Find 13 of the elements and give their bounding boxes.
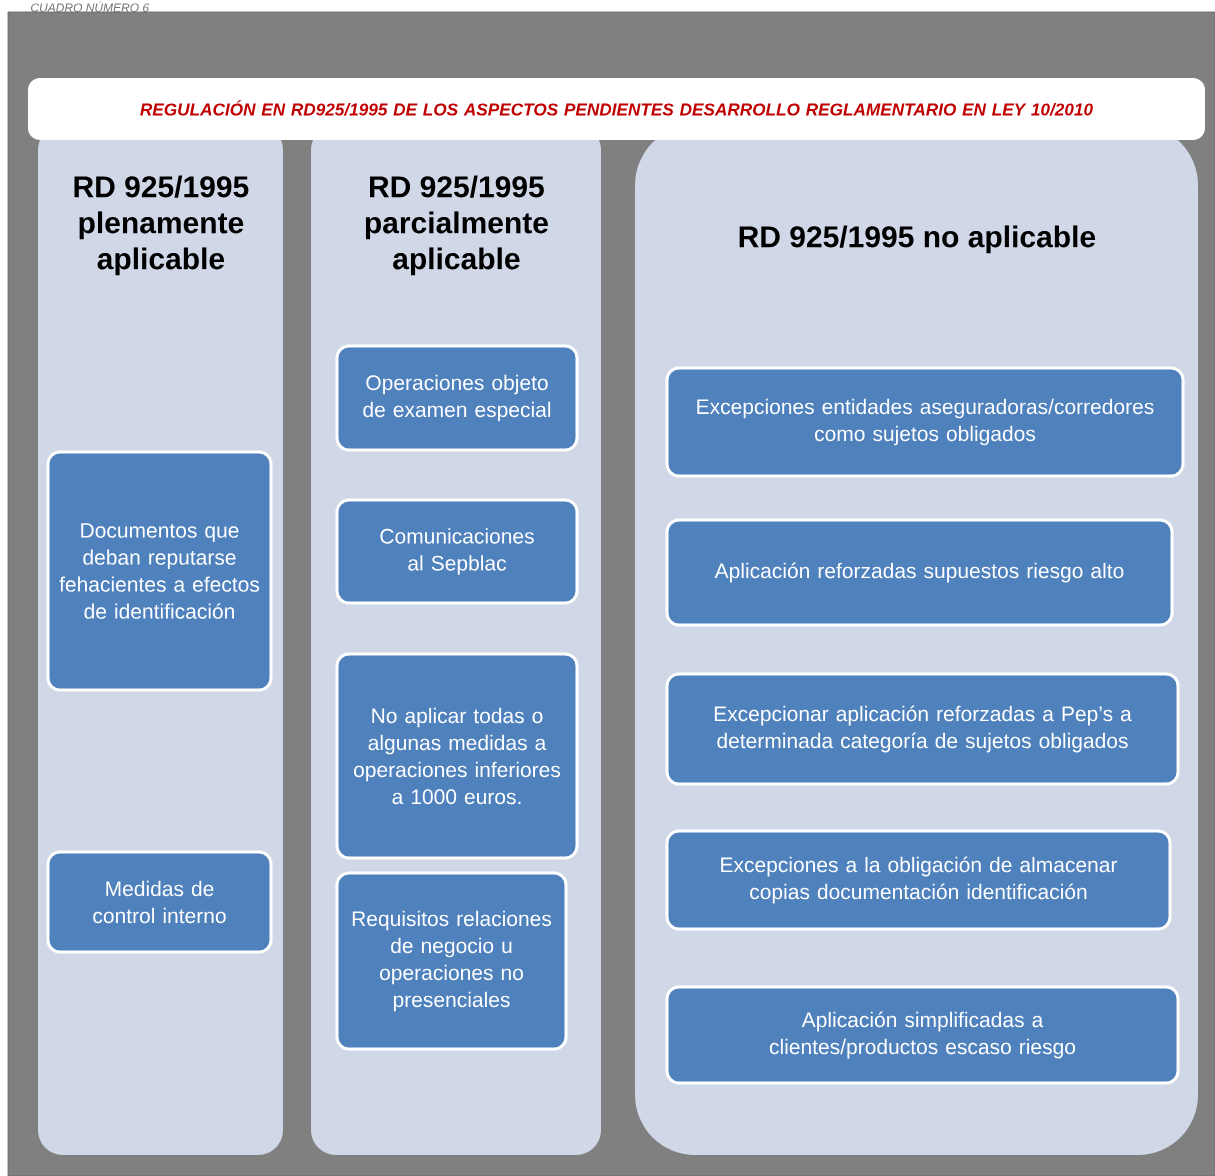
text-box: Excepciones a la obligación de almacenar copias documentación identificación (665, 829, 1172, 931)
text-box: Medidas de control interno (46, 850, 273, 954)
text-box: No aplicar todas o algunas medidas a operaciones inferiores a 1000 euros. (335, 652, 579, 860)
figure-number: CUADRO NÚMERO 6 (31, 1, 150, 12)
text-box: Excepcionar aplicación reforzadas a Pep’s a determinada categoría de sujetos obligados (665, 672, 1180, 786)
text-box: Comunicaciones al Sepblac (335, 498, 579, 605)
text-box: Documentos que deban reputarse fehacientes a efectos de identificación (46, 450, 273, 692)
text-box: Requisitos relaciones de negocio u operaciones no presenciales (335, 871, 568, 1051)
text-box: Operaciones objeto de examen especial (335, 344, 579, 452)
title-banner: REGULACIÓN EN RD925/1995 DE LOS ASPECTOS PENDIENTES DESARROLLO REGLAMENTARIO EN LEY 10/2010 (28, 78, 1205, 140)
text-box: Aplicación reforzadas supuestos riesgo alto (665, 518, 1174, 627)
text-box: Aplicación simplificadas a clientes/productos escaso riesgo (665, 985, 1180, 1085)
text-box: Excepciones entidades aseguradoras/corredores como sujetos obligados (665, 366, 1185, 478)
